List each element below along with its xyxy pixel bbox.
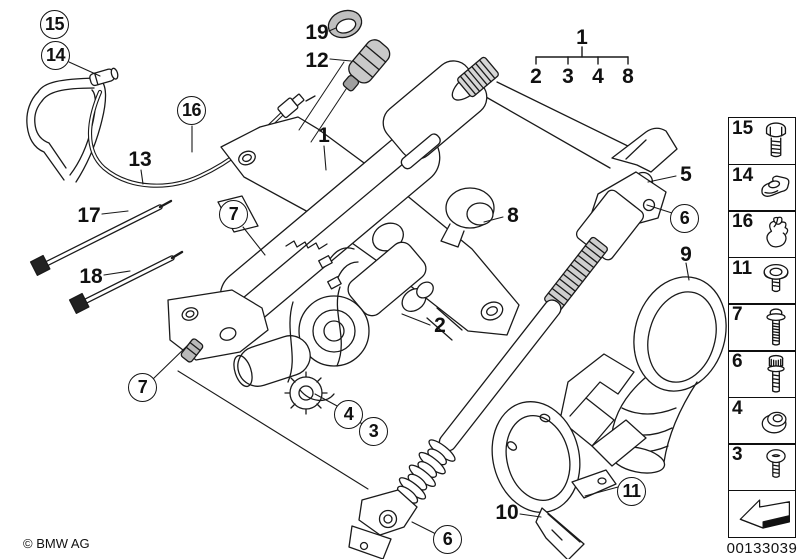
- part-clamp-ring: [491, 401, 617, 559]
- callout-circle-7: 7: [128, 373, 157, 402]
- legend-cell-arrow: [728, 489, 796, 538]
- leader-lines: [68, 27, 690, 535]
- part-switch-8: [440, 187, 495, 248]
- callout-circle-6: 6: [670, 204, 699, 233]
- legend-number: 7: [732, 304, 743, 326]
- grommet-icon: [757, 401, 793, 441]
- callout-label-3: 3: [562, 65, 574, 88]
- clamp-icon: [757, 168, 793, 208]
- bleeder-fitting: [89, 67, 119, 87]
- legend-cell-15: 15: [728, 117, 796, 166]
- hex-bolt-icon: [759, 120, 793, 162]
- callout-label-2: 2: [434, 314, 446, 337]
- direction-arrow-icon: [735, 493, 793, 535]
- legend-cell-3: 3: [728, 443, 796, 492]
- legend-cell-14: 14: [728, 163, 796, 212]
- legend-number: 4: [732, 397, 743, 419]
- fastener-legend: 15 14 16 11 7 6 4 3: [728, 117, 796, 538]
- flange-bolt-icon: [759, 306, 793, 348]
- part-tie-rods: [29, 199, 184, 314]
- callout-label-8: 8: [622, 65, 634, 88]
- callout-label-13: 13: [128, 148, 152, 171]
- legend-number: 14: [732, 164, 754, 186]
- legend-number: 15: [732, 118, 754, 139]
- callout-circle-16: 16: [177, 96, 206, 125]
- callout-circle-3: 3: [359, 417, 388, 446]
- legend-cell-11: 11: [728, 256, 796, 305]
- legend-cell-16: 16: [728, 210, 796, 259]
- callout-label-18: 18: [79, 265, 103, 288]
- part-foam-bracket: [559, 353, 647, 467]
- legend-cell-4: 4: [728, 396, 796, 445]
- callout-label-17: 17: [77, 204, 101, 227]
- callout-label-9: 9: [680, 243, 692, 266]
- copyright-text: © BMW AG: [23, 536, 90, 551]
- callout-label-19: 19: [305, 21, 329, 44]
- callout-label-10: 10: [495, 501, 519, 524]
- washer-screw-icon: [759, 261, 793, 301]
- ribbed-bolt-icon: [759, 353, 793, 395]
- part-actuator-cluster: [233, 241, 463, 415]
- part-intermediate-shaft: [348, 127, 678, 559]
- callout-circle-4: 4: [334, 400, 363, 429]
- callout-label-8: 8: [507, 204, 519, 227]
- callout-circle-6: 6: [433, 525, 462, 554]
- legend-number: 11: [732, 257, 753, 279]
- callout-circle-14: 14: [41, 41, 70, 70]
- legend-cell-7: 7: [728, 303, 796, 352]
- callout-label-12: 12: [305, 49, 329, 72]
- callout-label-1: 1: [318, 124, 330, 147]
- part-main-column: [167, 56, 637, 363]
- cable-plug: [277, 93, 305, 119]
- tree-bracket: [535, 46, 629, 65]
- legend-number: 6: [732, 350, 743, 372]
- cable-clip-icon: [759, 214, 793, 254]
- callout-circle-7: 7: [219, 200, 248, 229]
- legend-number: 16: [732, 211, 754, 233]
- diagram-number: 00133039: [726, 540, 798, 557]
- legend-number: 3: [732, 444, 743, 466]
- callout-label-2: 2: [530, 65, 542, 88]
- callout-circle-11: 11: [617, 477, 646, 506]
- callout-label-5: 5: [680, 163, 692, 186]
- callout-circle-15: 15: [40, 10, 69, 39]
- callout-label-4: 4: [592, 65, 604, 88]
- callout-label-1: 1: [576, 26, 588, 49]
- pan-screw-icon: [759, 447, 793, 487]
- part-lock-cylinder: [327, 9, 391, 92]
- legend-cell-6: 6: [728, 349, 796, 399]
